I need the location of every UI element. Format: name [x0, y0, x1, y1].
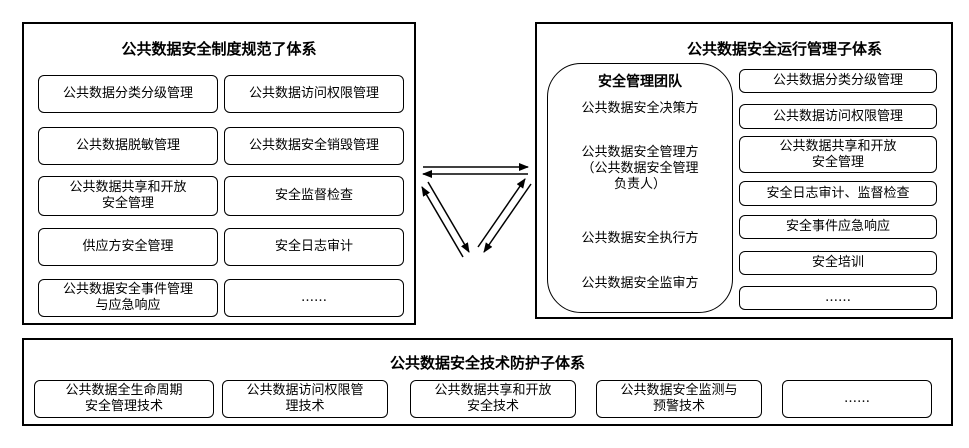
- operation-management-title: 公共数据安全运行管理子体系: [687, 40, 883, 58]
- left-item-supervision: 安全监督检查: [224, 176, 404, 216]
- left-item-log-audit: 安全日志审计: [224, 228, 404, 266]
- left-item-supplier: 供应方安全管理: [38, 228, 218, 266]
- team-role-execution: 公共数据安全执行方: [581, 231, 699, 246]
- technical-protection-title: 公共数据安全技术防护子体系: [389, 354, 585, 372]
- right-item-classification: 公共数据分类分级管理: [739, 69, 937, 93]
- bottom-item-ellipsis: ……: [782, 380, 932, 418]
- arrow-bottom-to-left: [421, 186, 464, 258]
- security-team-title: 安全管理团队: [598, 74, 682, 90]
- bottom-item-access-permission: 公共数据访问权限管 理技术: [222, 380, 388, 418]
- left-item-incident-response: 公共数据安全事件管理 与应急响应: [38, 279, 218, 317]
- operation-management-panel: 公共数据安全运行管理子体系 安全管理团队 公共数据安全决策方 公共数据安全管理方…: [535, 22, 953, 319]
- security-team-box: 安全管理团队 公共数据安全决策方 公共数据安全管理方 （公共数据安全管理 负责人…: [547, 63, 733, 313]
- left-item-classification: 公共数据分类分级管理: [38, 75, 218, 113]
- left-item-desensitization: 公共数据脱敏管理: [38, 127, 218, 165]
- right-item-incident-response: 安全事件应急响应: [739, 215, 937, 239]
- left-item-access-permission: 公共数据访问权限管理: [224, 75, 404, 113]
- right-item-ellipsis: ……: [739, 286, 937, 310]
- right-item-log-audit-supervision: 安全日志审计、监督检查: [739, 181, 937, 206]
- institutional-norms-title: 公共数据安全制度规范了体系: [121, 40, 317, 58]
- bottom-item-monitoring-warning: 公共数据安全监测与 预警技术: [596, 380, 762, 418]
- left-item-sharing-opening: 公共数据共享和开放 安全管理: [38, 176, 218, 216]
- right-item-sharing-opening: 公共数据共享和开放 安全管理: [739, 136, 937, 173]
- left-item-destruction: 公共数据安全销毁管理: [224, 127, 404, 165]
- arrow-right-to-bottom: [483, 183, 532, 253]
- arrow-bottom-to-right: [477, 178, 526, 248]
- team-role-decision: 公共数据安全决策方: [581, 101, 699, 116]
- right-item-access-permission: 公共数据访问权限管理: [739, 104, 937, 129]
- left-item-ellipsis: ……: [224, 279, 404, 317]
- arrow-left-to-bottom: [427, 181, 470, 253]
- institutional-norms-panel: 公共数据安全制度规范了体系 公共数据分类分级管理 公共数据访问权限管理 公共数据…: [22, 22, 416, 325]
- right-item-training: 安全培训: [739, 251, 937, 275]
- technical-protection-panel: 公共数据安全技术防护子体系 公共数据全生命周期 安全管理技术 公共数据访问权限管…: [22, 338, 953, 426]
- bottom-item-sharing-opening: 公共数据共享和开放 安全技术: [410, 380, 576, 418]
- team-role-audit: 公共数据安全监审方: [581, 276, 699, 291]
- team-role-management: 公共数据安全管理方 （公共数据安全管理 负责人）: [581, 145, 699, 192]
- bottom-item-lifecycle: 公共数据全生命周期 安全管理技术: [34, 380, 214, 418]
